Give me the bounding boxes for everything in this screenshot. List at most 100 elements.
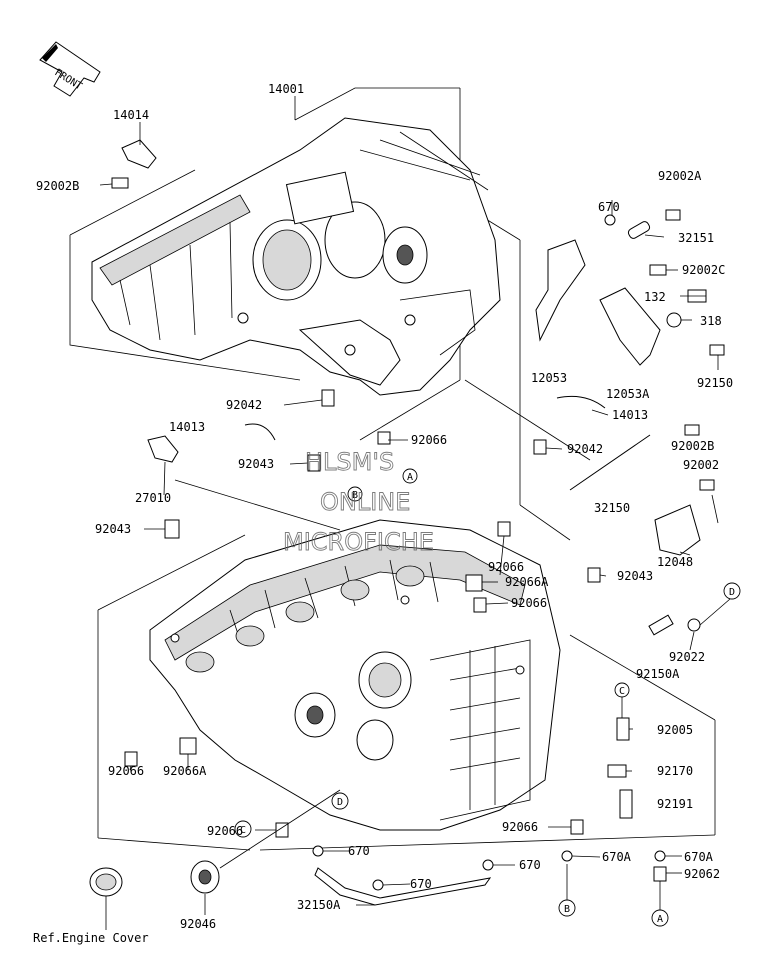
pin-92066A-bl <box>179 737 197 755</box>
label-92191: 92191 <box>657 797 693 811</box>
label-92062: 92062 <box>684 867 720 881</box>
svg-text:D: D <box>337 797 343 808</box>
pin-92042-right <box>533 439 547 455</box>
bearing-14013-left <box>244 423 276 441</box>
washer-318 <box>666 312 682 328</box>
label-92150A: 92150A <box>636 667 680 681</box>
bolt-92002C <box>649 264 667 276</box>
pin-92066-r1 <box>497 521 511 537</box>
pin-92066A-r <box>465 574 483 592</box>
pin-92043-right <box>587 567 601 583</box>
label-92043-center: 92043 <box>238 457 274 471</box>
svg-text:C: C <box>240 825 246 836</box>
label-92046: 92046 <box>180 917 216 931</box>
top-right-small-parts <box>111 139 725 819</box>
label-92066-bl: 92066 <box>108 764 144 778</box>
label-92066-bc: 92066 <box>207 824 243 838</box>
label-92005: 92005 <box>657 723 693 737</box>
label-32150: 32150 <box>594 501 630 515</box>
svg-text:C: C <box>619 686 625 697</box>
chain-guide-12053 <box>535 239 586 342</box>
label-92170: 92170 <box>657 764 693 778</box>
label-27010: 27010 <box>135 491 171 505</box>
label-14013-right: 14013 <box>612 408 648 422</box>
bolt-92002 <box>699 479 715 491</box>
label-92043-right: 92043 <box>617 569 653 583</box>
washer-92022 <box>687 618 701 632</box>
bracket-14014 <box>121 139 157 169</box>
pipe-32150A <box>314 867 492 906</box>
label-92150: 92150 <box>697 376 733 390</box>
callout-a-bottom: A <box>651 909 669 927</box>
label-92043-left: 92043 <box>95 522 131 536</box>
label-670-b3: 670 <box>410 877 432 891</box>
oring-670-b3 <box>372 879 384 891</box>
callout-a-upper: A <box>402 468 418 484</box>
label-14001: 14001 <box>268 82 304 96</box>
cover-12048 <box>654 504 701 556</box>
pin-92191 <box>619 789 633 819</box>
callout-d-right: D <box>723 582 741 600</box>
svg-text:A: A <box>657 914 663 925</box>
label-92066A-r: 92066A <box>505 575 549 589</box>
leader-lines <box>99 96 719 930</box>
plug-92062 <box>653 866 667 882</box>
bolt-92002A <box>665 209 681 221</box>
callout-c-right: C <box>614 682 630 698</box>
label-92002: 92002 <box>683 458 719 472</box>
rod-32150 <box>569 434 651 491</box>
svg-text:MICROFICHE: MICROFICHE <box>283 528 434 556</box>
svg-text:B: B <box>564 904 570 915</box>
label-92002B-top: 92002B <box>36 179 79 193</box>
pin-92066-r2 <box>473 597 487 613</box>
label-12053: 12053 <box>531 371 567 385</box>
part-labels: 14001 14014 92002B 92002A 670 32151 9200… <box>36 82 733 931</box>
lower-crankcase-frame <box>97 479 716 851</box>
label-670A-2: 670A <box>684 850 714 864</box>
pin-92066-br <box>570 819 584 835</box>
svg-text:B: B <box>352 490 358 501</box>
label-92066-r2: 92066 <box>511 596 547 610</box>
label-670-b2: 670 <box>519 858 541 872</box>
bolt-92002B <box>111 177 129 189</box>
label-32151: 32151 <box>678 231 714 245</box>
oring-670-b1 <box>312 845 324 857</box>
oring-670A-2 <box>654 850 666 862</box>
front-arrow-icon: FRONT <box>39 41 101 97</box>
watermark: HLSM'S ONLINE MICROFICHE <box>283 448 435 557</box>
label-14014: 14014 <box>113 108 149 122</box>
label-92002B-right: 92002B <box>671 439 714 453</box>
label-32150A: 32150A <box>297 898 341 912</box>
sensor-27010 <box>147 435 179 463</box>
ref-engine-cover-note: Ref.Engine Cover <box>33 931 149 945</box>
callout-d-center: D <box>331 792 349 810</box>
label-92042-left: 92042 <box>226 398 262 412</box>
label-92066-r1: 92066 <box>488 560 524 574</box>
label-12048: 12048 <box>657 555 693 569</box>
upper-crankcase <box>91 117 501 396</box>
callout-b-upper: B <box>347 486 363 502</box>
svg-text:D: D <box>729 587 735 598</box>
label-92002A: 92002A <box>658 169 702 183</box>
svg-text:HLSM'S: HLSM'S <box>305 448 394 476</box>
label-670-top: 670 <box>598 200 620 214</box>
label-92042-right: 92042 <box>567 442 603 456</box>
label-92002C: 92002C <box>682 263 725 277</box>
label-92066-br: 92066 <box>502 820 538 834</box>
label-14013-left: 14013 <box>169 420 205 434</box>
lower-crankcase <box>149 519 561 831</box>
bearing-14013-right <box>556 395 606 409</box>
pin-92066-center <box>377 431 391 445</box>
fitting-32151 <box>627 221 651 239</box>
fitting-92150A <box>648 614 674 636</box>
plug-92005 <box>616 717 630 741</box>
label-132: 132 <box>644 290 666 304</box>
left-center-small-parts <box>89 389 667 906</box>
label-92066A-bl: 92066A <box>163 764 207 778</box>
callout-c-left: C <box>234 820 252 838</box>
chain-guide-12053A <box>599 287 661 366</box>
label-92022: 92022 <box>669 650 705 664</box>
label-318: 318 <box>700 314 722 328</box>
bolt-92150 <box>709 344 725 356</box>
